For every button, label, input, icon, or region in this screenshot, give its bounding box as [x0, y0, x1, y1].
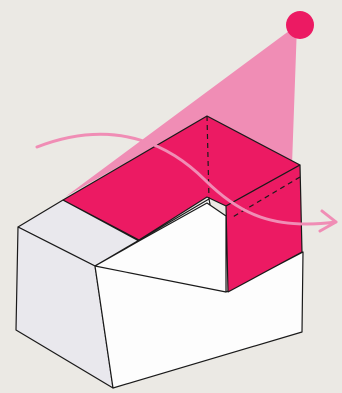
block-step-top-face	[94, 202, 227, 293]
trajectory-curve	[35, 132, 338, 226]
arrowhead-icon	[318, 209, 338, 233]
lit-wall-surface	[225, 164, 303, 293]
hidden-edge-diagonal	[230, 176, 301, 219]
light-source-circle-icon	[286, 11, 314, 39]
light-cone	[65, 25, 297, 197]
